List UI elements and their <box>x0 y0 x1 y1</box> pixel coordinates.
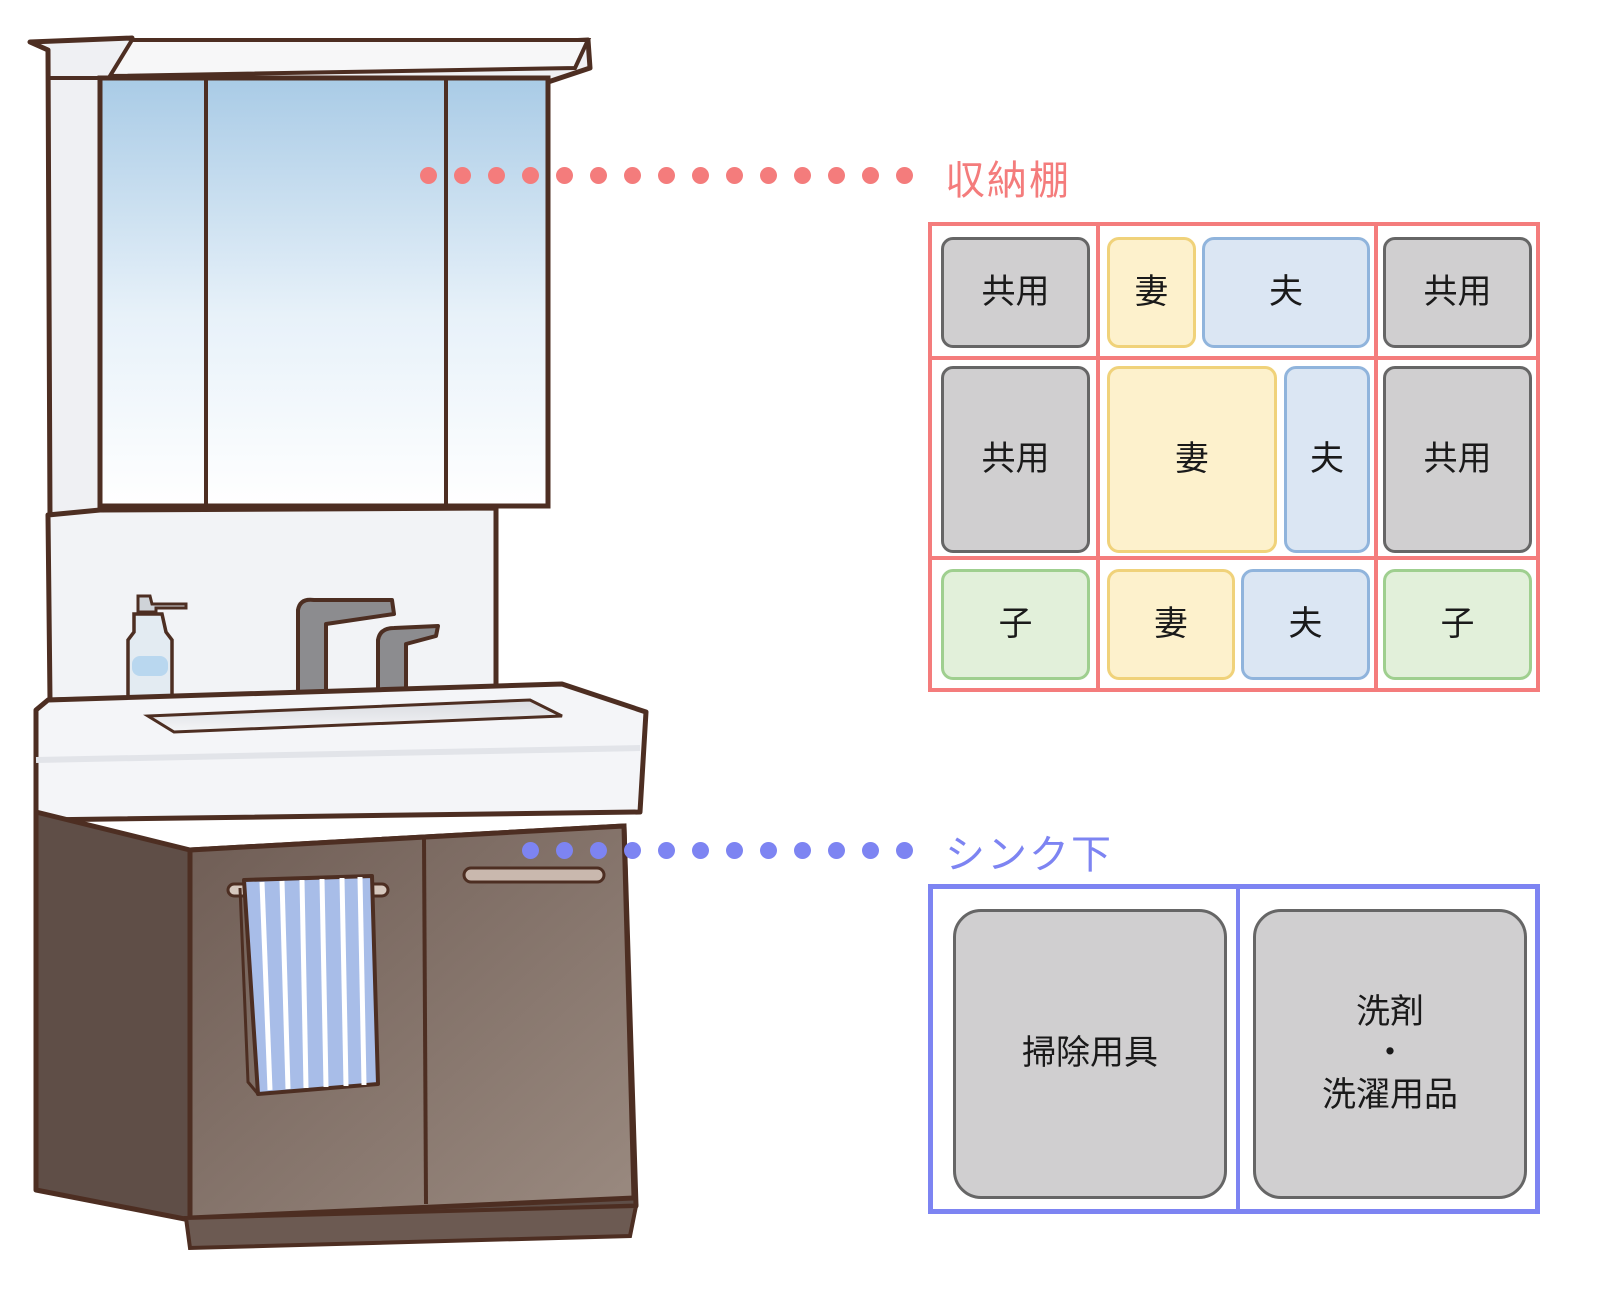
leader-dot <box>488 167 505 184</box>
shelf-divider <box>932 356 1536 360</box>
leader-dot <box>794 167 811 184</box>
leader-dot <box>760 167 777 184</box>
leader-dot <box>590 167 607 184</box>
leader-dot <box>658 842 675 859</box>
leader-dot <box>590 842 607 859</box>
leader-dot <box>624 842 641 859</box>
sink-label: シンク下 <box>945 832 1113 878</box>
leader-dot <box>420 167 437 184</box>
towel <box>238 874 380 1096</box>
sink-bin-detergent-laundry: 洗剤 ・ 洗濯用品 <box>1253 909 1527 1199</box>
shelf-bin-wife: 妻 <box>1107 366 1277 553</box>
mirror-cabinet <box>27 35 593 523</box>
leader-dot <box>828 167 845 184</box>
leader-dot <box>862 167 879 184</box>
shelf-bin-shared: 共用 <box>941 366 1090 553</box>
soap-bottle <box>126 594 188 706</box>
leader-dot <box>624 167 641 184</box>
leader-dot <box>726 167 743 184</box>
shelf-divider <box>932 556 1536 560</box>
leader-dot <box>828 842 845 859</box>
leader-dot <box>760 842 777 859</box>
under-sink-layout: 掃除用具 洗剤 ・ 洗濯用品 <box>928 884 1540 1214</box>
sink-leader-dots <box>522 842 922 862</box>
leader-dot <box>692 842 709 859</box>
shelf-leader-dots <box>420 167 920 187</box>
leader-dot <box>556 842 573 859</box>
leader-dot <box>692 167 709 184</box>
shelf-bin-husband: 夫 <box>1202 237 1370 348</box>
shelf-label: 収納棚 <box>945 158 1071 204</box>
shelf-bin-shared: 共用 <box>941 237 1090 348</box>
shelf-layout: 共用 妻 夫 共用 共用 妻 夫 共用 子 妻 夫 子 <box>928 222 1540 692</box>
sink-divider <box>1236 889 1240 1211</box>
backsplash <box>45 505 499 703</box>
shelf-bin-husband: 夫 <box>1284 366 1370 553</box>
shelf-bin-wife: 妻 <box>1107 569 1235 680</box>
sink-bin-cleaning-tools: 掃除用具 <box>953 909 1227 1199</box>
shelf-bin-child: 子 <box>1383 569 1532 680</box>
shelf-bin-shared: 共用 <box>1383 237 1532 348</box>
vanity-illustration <box>27 35 649 1251</box>
faucet <box>296 597 440 702</box>
leader-dot <box>794 842 811 859</box>
leader-dot <box>454 167 471 184</box>
leader-dot <box>522 842 539 859</box>
shelf-bin-husband: 夫 <box>1241 569 1370 680</box>
shelf-divider <box>1374 226 1378 688</box>
leader-dot <box>862 842 879 859</box>
leader-dot <box>896 167 913 184</box>
shelf-bin-shared: 共用 <box>1383 366 1532 553</box>
sink-basin <box>33 681 649 823</box>
leader-dot <box>726 842 743 859</box>
shelf-bin-child: 子 <box>941 569 1090 680</box>
leader-dot <box>522 167 539 184</box>
leader-dot <box>556 167 573 184</box>
shelf-bin-wife: 妻 <box>1107 237 1196 348</box>
shelf-divider <box>1096 226 1100 688</box>
leader-dot <box>896 842 913 859</box>
leader-dot <box>658 167 675 184</box>
